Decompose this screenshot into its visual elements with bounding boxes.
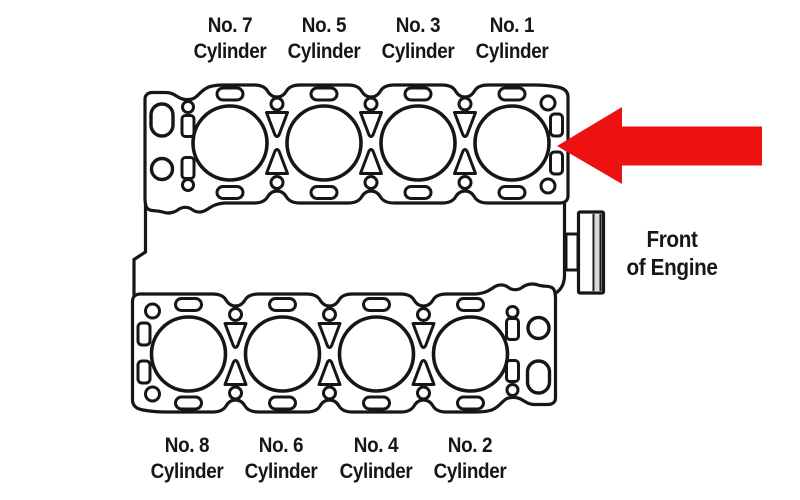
cylinder-word: Cylinder	[193, 40, 267, 63]
cylinder-label-no-3: No. 3 Cylinder	[364, 13, 472, 65]
front-of-engine-line1: Front	[646, 226, 698, 252]
cylinder-word: Cylinder	[433, 460, 507, 483]
cylinder-number: No. 1	[489, 14, 535, 37]
engine-block-right-side-line	[554, 201, 567, 295]
cylinder-word: Cylinder	[381, 40, 455, 63]
cylinder-word: Cylinder	[150, 460, 224, 483]
front-of-engine-line2: of Engine	[626, 254, 718, 280]
cylinder-label-no-2: No. 2 Cylinder	[416, 433, 524, 485]
crankshaft-pulley	[564, 210, 606, 295]
cylinder-bank-top	[143, 83, 570, 215]
cylinder-word: Cylinder	[339, 460, 413, 483]
cylinder-number: No. 4	[353, 434, 399, 457]
cylinder-number: No. 5	[301, 14, 347, 37]
front-direction-arrow	[557, 107, 762, 184]
front-of-engine-label: Front of Engine	[600, 225, 744, 281]
engine-outline-layer	[130, 83, 606, 414]
cylinder-number: No. 2	[447, 434, 493, 457]
cylinder-bank-bottom	[130, 282, 558, 414]
cylinder-label-no-6: No. 6 Cylinder	[227, 433, 335, 485]
cylinder-label-no-7: No. 7 Cylinder	[176, 13, 284, 65]
cylinder-word: Cylinder	[475, 40, 549, 63]
cylinder-word: Cylinder	[287, 40, 361, 63]
engine-block-left-side-line	[132, 201, 148, 303]
pulley-hub-tab	[564, 232, 580, 272]
cylinder-number: No. 8	[164, 434, 210, 457]
cylinder-label-no-5: No. 5 Cylinder	[270, 13, 378, 65]
cylinder-label-no-4: No. 4 Cylinder	[322, 433, 430, 485]
cylinder-label-no-8: No. 8 Cylinder	[133, 433, 241, 485]
cylinder-number: No. 3	[395, 14, 441, 37]
cylinder-label-no-1: No. 1 Cylinder	[458, 13, 566, 65]
cylinder-number: No. 6	[258, 434, 304, 457]
cylinder-word: Cylinder	[244, 460, 318, 483]
cylinder-number: No. 7	[207, 14, 253, 37]
pulley-belt-groove	[595, 214, 600, 291]
